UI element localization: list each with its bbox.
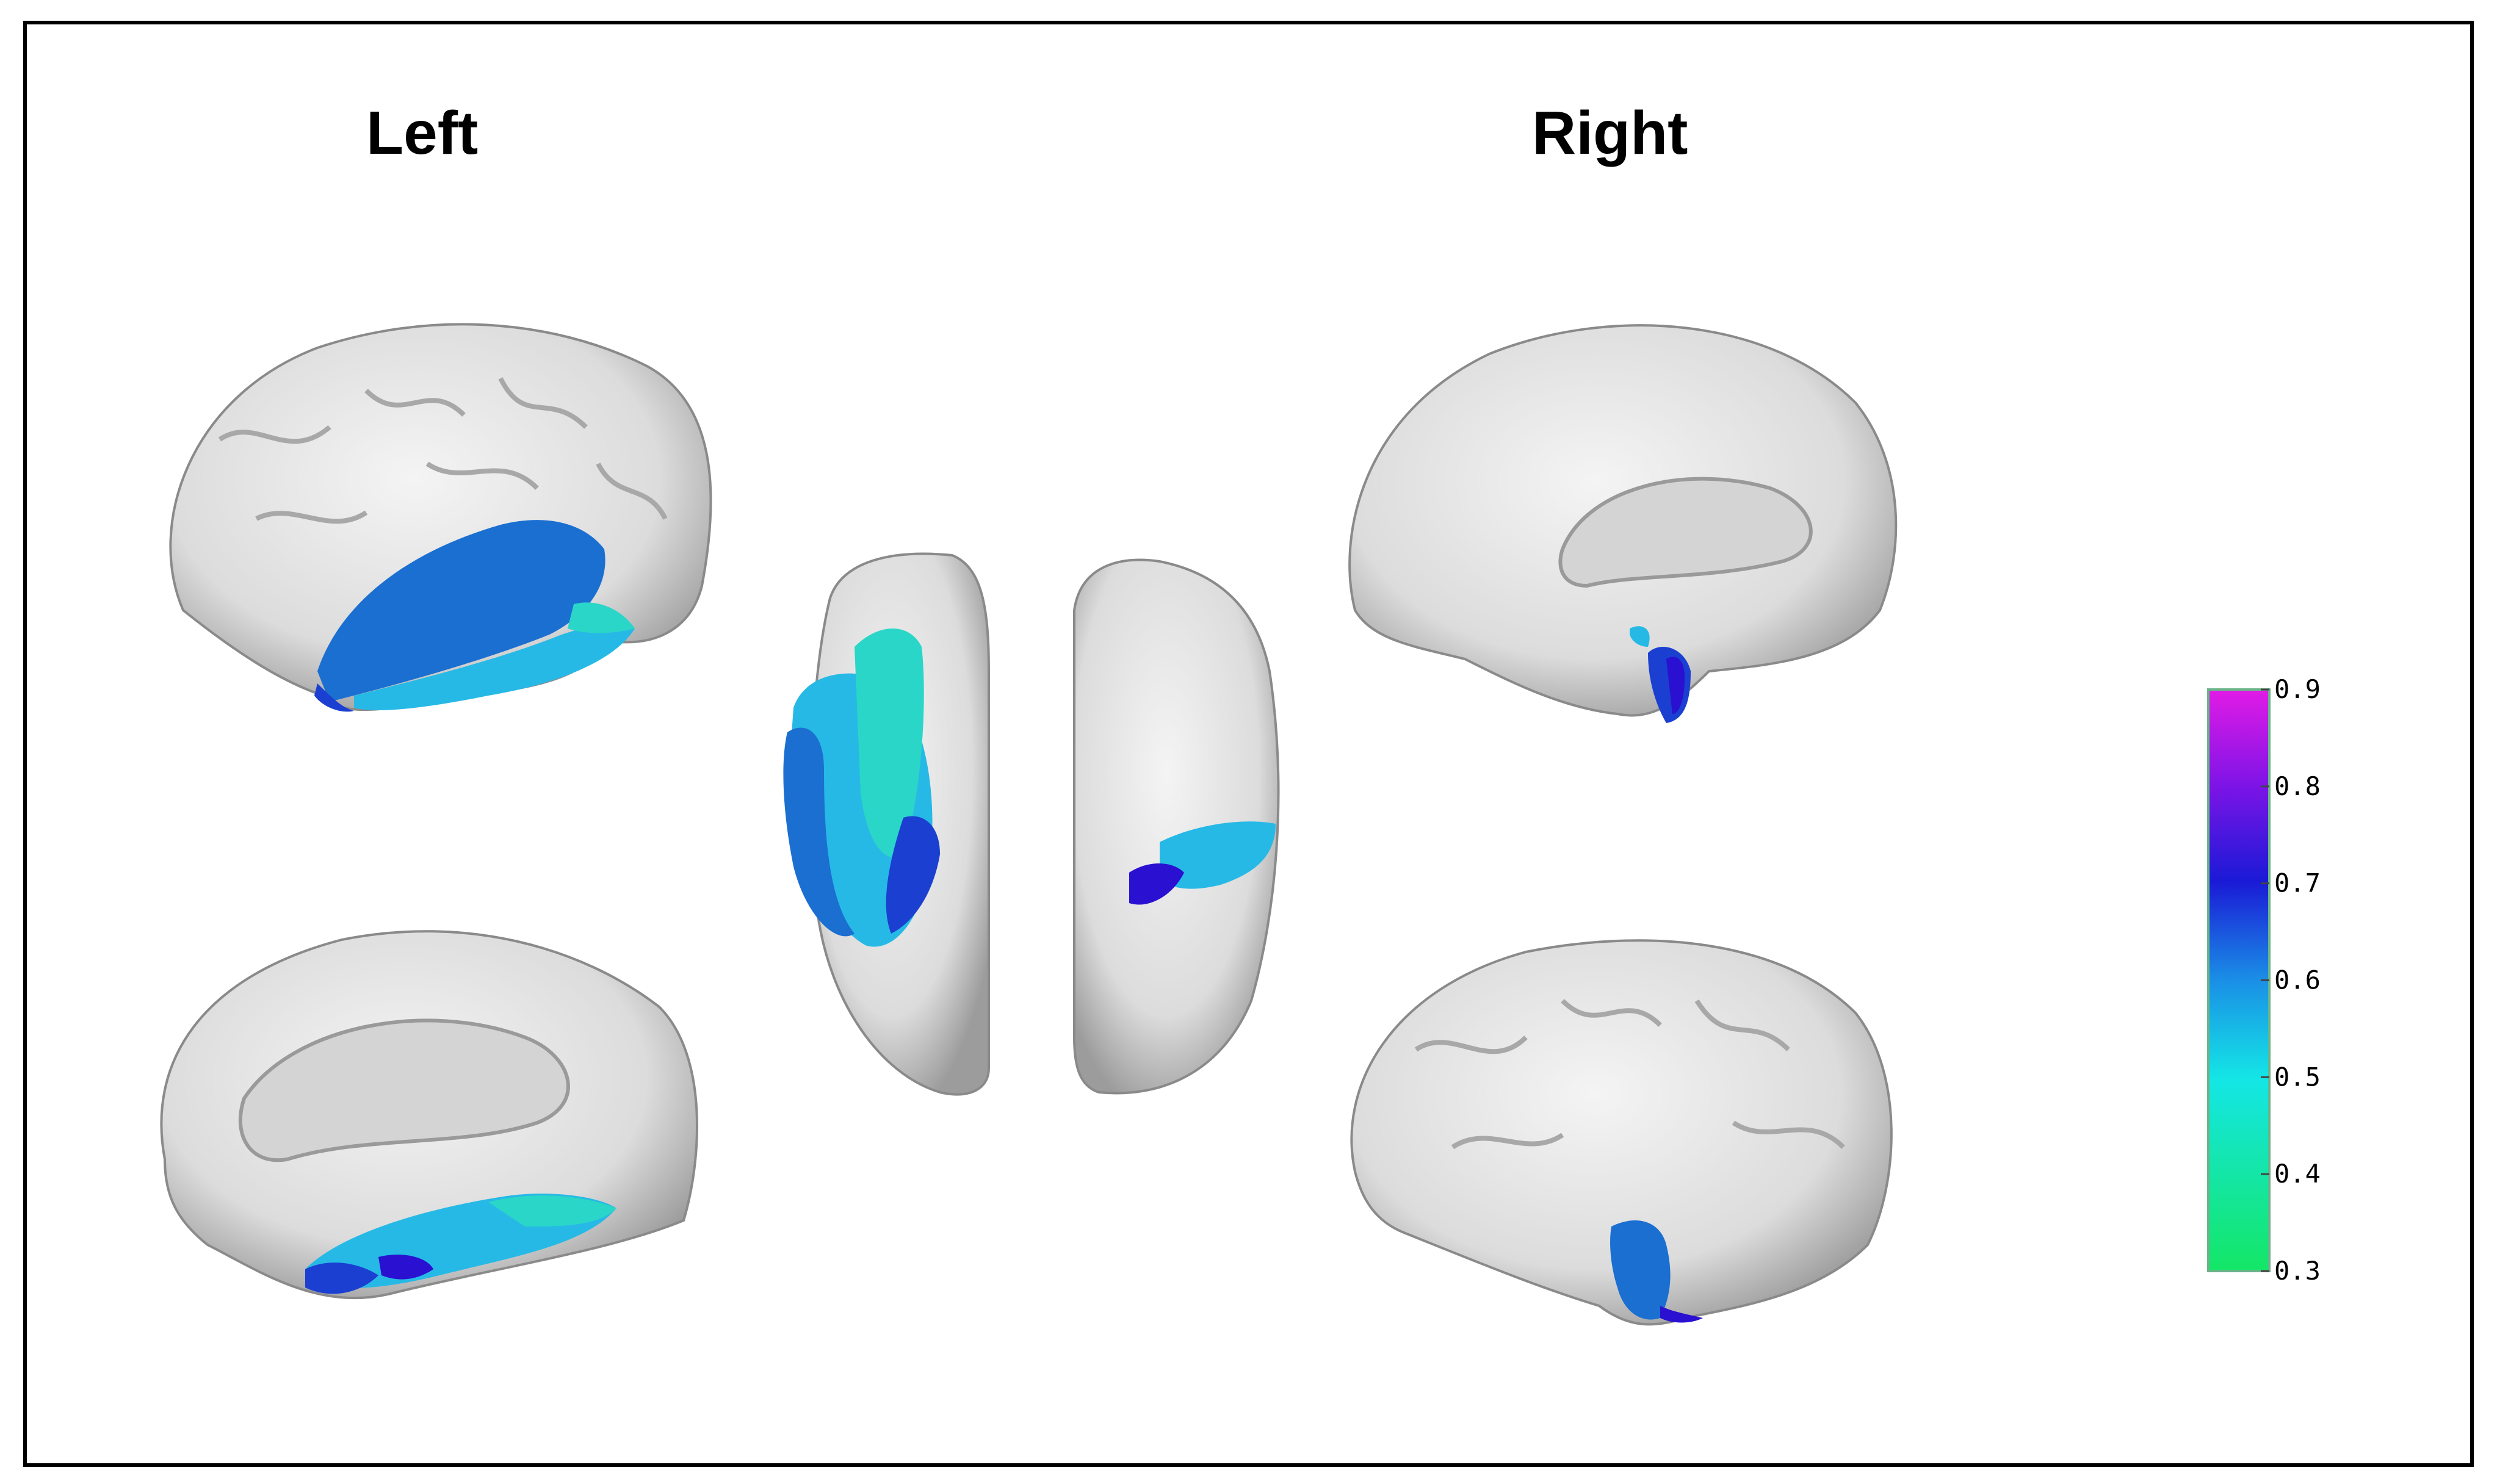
ventral-right-brain [1073, 558, 1280, 1095]
left-medial-brain [160, 930, 698, 1300]
ventral-left-parahippocampal-region [855, 629, 924, 858]
left-lateral-brain [169, 323, 712, 712]
right-medial-hippocampal-region [1666, 657, 1685, 714]
colorbar-tick-label: 0.7 [2274, 868, 2321, 898]
ventral-left-fusiform-region [886, 816, 940, 934]
right-medial-brain [1348, 324, 1898, 723]
colorbar-gradient [2207, 688, 2271, 1272]
right-hemisphere-title: Right [1532, 99, 1688, 167]
colorbar: 0.9 0.8 0.7 0.6 0.5 0.4 0.3 [2207, 674, 2321, 1286]
left-hemisphere-title: Left [366, 99, 479, 167]
colorbar-tick-label: 0.3 [2274, 1256, 2321, 1286]
right-lateral-temporal-pole-region [1660, 1306, 1703, 1323]
left-temporal-pole-region [568, 602, 635, 633]
right-lateral-brain [1350, 939, 1893, 1326]
colorbar-tick-label: 0.5 [2274, 1062, 2321, 1092]
right-lateral-temporal-region [1610, 1220, 1671, 1320]
left-fusiform-region [378, 1255, 433, 1280]
left-inferior-temporal-region [354, 622, 635, 710]
ventral-right-entorhinal-region [1129, 863, 1184, 905]
left-parahippocampal-region [488, 1195, 616, 1226]
colorbar-tick-label: 0.6 [2274, 965, 2321, 995]
ventral-right-temporal-region [1160, 821, 1276, 889]
colorbar-tick-label: 0.9 [2274, 674, 2321, 704]
ventral-left-brain [783, 552, 990, 1096]
ventral-left-inferior-temporal-region [783, 727, 855, 937]
colorbar-tick-label: 0.4 [2274, 1159, 2321, 1189]
right-medial-parahippocampal-region [1630, 626, 1650, 647]
colorbar-tick-label: 0.8 [2274, 771, 2321, 801]
left-entorhinal-region [305, 1262, 378, 1294]
left-occipitotemporal-region [314, 683, 354, 712]
left-temporal-region [317, 520, 605, 702]
